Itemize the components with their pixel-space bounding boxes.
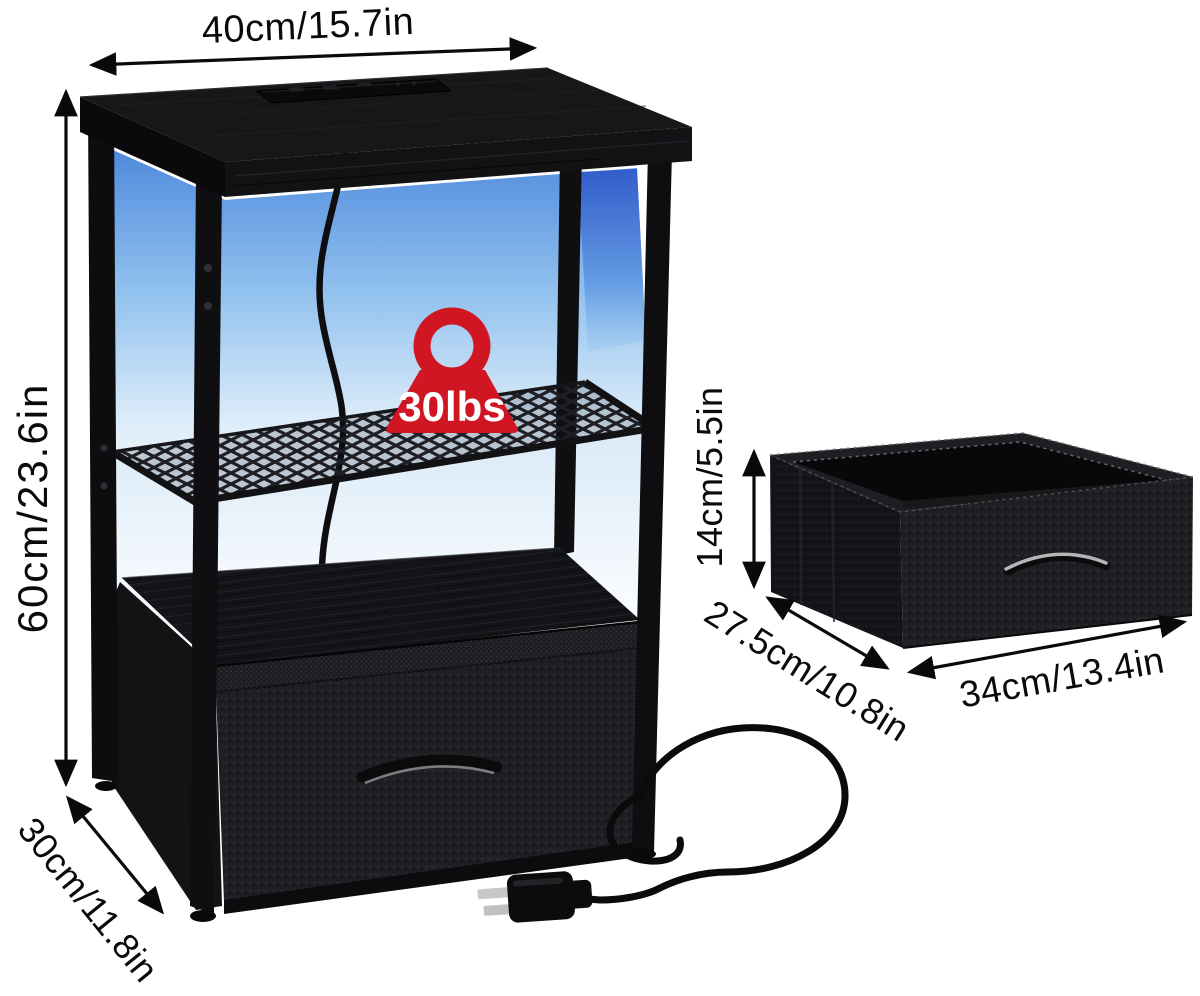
drawer-handle [356, 754, 503, 785]
back-leg [554, 150, 582, 556]
depth-arrow [65, 795, 165, 915]
drawer-depth-arrow [765, 596, 890, 670]
tabletop-grain [231, 140, 691, 187]
left-leg-foot [95, 781, 117, 791]
bottom-rail [224, 840, 648, 914]
power-cable [316, 136, 351, 570]
drawer-interior [793, 442, 1166, 501]
width-arrow [88, 37, 538, 76]
power-plug [477, 871, 593, 923]
drawer-front [215, 647, 648, 902]
outlet-sockets [288, 80, 417, 92]
weight-capacity-label: 30lbs [398, 383, 505, 430]
weight-body [386, 370, 518, 433]
drawer-width-arrow [906, 614, 1188, 680]
weight-capacity-badge: 30lbs [386, 307, 518, 433]
dim-label-drawer-height: 14cm/5.5in [689, 386, 730, 568]
mesh-shelf [110, 379, 665, 506]
storage-drawer [769, 432, 1194, 649]
dim-label-height: 60cm/23.6in [9, 382, 56, 634]
front-leg [190, 170, 222, 914]
power-cord [477, 724, 849, 923]
drawer-stitching [769, 432, 1194, 513]
right-leg [632, 150, 672, 852]
drawer-front-face [900, 477, 1193, 648]
storage-drawer-handle [1003, 552, 1111, 576]
front-leg-foot [190, 910, 216, 922]
wood-shelf [121, 547, 641, 692]
legs [88, 108, 672, 922]
tabletop [79, 67, 692, 197]
nightstand: 30lbs [79, 67, 849, 923]
power-strip [254, 78, 453, 104]
dimension-arrows [54, 37, 1188, 915]
